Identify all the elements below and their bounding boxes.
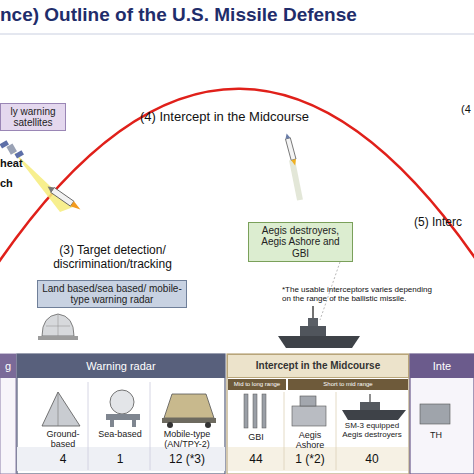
text-label: Short to mid range bbox=[288, 381, 408, 388]
node-text: ly warning satellites bbox=[4, 106, 62, 129]
text-label: ch bbox=[0, 177, 40, 190]
text-label: *The usable interceptors varies dependin… bbox=[282, 285, 432, 303]
text-box: Aegis destroyers, Aegis Ashore and GBI bbox=[248, 222, 353, 262]
text-label: 1 (*2) bbox=[284, 453, 336, 467]
satellite-icon bbox=[0, 140, 76, 212]
node-text: Intercept in the Midcourse bbox=[256, 360, 380, 372]
text-label: SM-3 equipped Aegis destroyers bbox=[336, 421, 408, 439]
gbi-icon bbox=[244, 394, 266, 428]
node-text: Land based/sea based/ mobile-type warnin… bbox=[41, 283, 183, 306]
ballistic-missile bbox=[46, 184, 82, 212]
text-box: Inte bbox=[410, 354, 474, 378]
sea-radar-icon bbox=[106, 390, 140, 427]
text-label: heat bbox=[0, 157, 40, 170]
text-box: Intercept in the Midcourse bbox=[227, 354, 409, 378]
text-label: Mid to long range bbox=[228, 381, 286, 388]
text-label: TH bbox=[430, 430, 470, 440]
thaad-icon bbox=[420, 404, 450, 424]
text-label: (4) Intercept in the Midcourse bbox=[140, 110, 350, 125]
trajectory-arc bbox=[0, 89, 474, 280]
text-box: ly warning satellites bbox=[0, 103, 66, 131]
node-text: Inte bbox=[433, 360, 451, 373]
aegis-ashore-icon bbox=[292, 396, 326, 426]
text-label: 44 bbox=[230, 453, 282, 467]
table-frame bbox=[0, 354, 474, 474]
text-label: (3) Target detection/ discrimination/tra… bbox=[35, 244, 190, 272]
text-label: Mobile-type (AN/TPY-2) bbox=[150, 429, 224, 450]
aegis-ship bbox=[278, 262, 360, 348]
node-text: Warning radar bbox=[86, 360, 155, 373]
text-label: (5) Interc bbox=[414, 216, 474, 230]
text-box: Warning radar bbox=[17, 354, 225, 378]
text-label: Sea-based bbox=[92, 429, 148, 439]
text-label: GBI bbox=[230, 432, 282, 442]
text-label: 4 bbox=[36, 453, 90, 467]
text-label: 12 (*3) bbox=[150, 453, 224, 467]
title-rule bbox=[0, 34, 474, 35]
destroyer-icon bbox=[342, 394, 406, 420]
interceptor-missile bbox=[284, 133, 300, 200]
radar-dome bbox=[38, 314, 78, 340]
mobile-radar-icon bbox=[162, 394, 216, 428]
diagram-title: nce) Outline of the U.S. Missile Defense bbox=[0, 4, 357, 26]
ground-radar-icon bbox=[42, 392, 80, 426]
node-text: g bbox=[5, 360, 11, 373]
text-label: 40 bbox=[336, 453, 408, 467]
text-label: Ground-based bbox=[36, 429, 90, 450]
text-label: (4 bbox=[461, 103, 474, 116]
node-text: Aegis destroyers, Aegis Ashore and GBI bbox=[252, 225, 349, 260]
text-box: Land based/sea based/ mobile-type warnin… bbox=[37, 280, 187, 308]
text-label: Aegis Ashore bbox=[284, 430, 336, 451]
text-box: g bbox=[0, 354, 16, 378]
text-label: 1 bbox=[92, 453, 148, 467]
